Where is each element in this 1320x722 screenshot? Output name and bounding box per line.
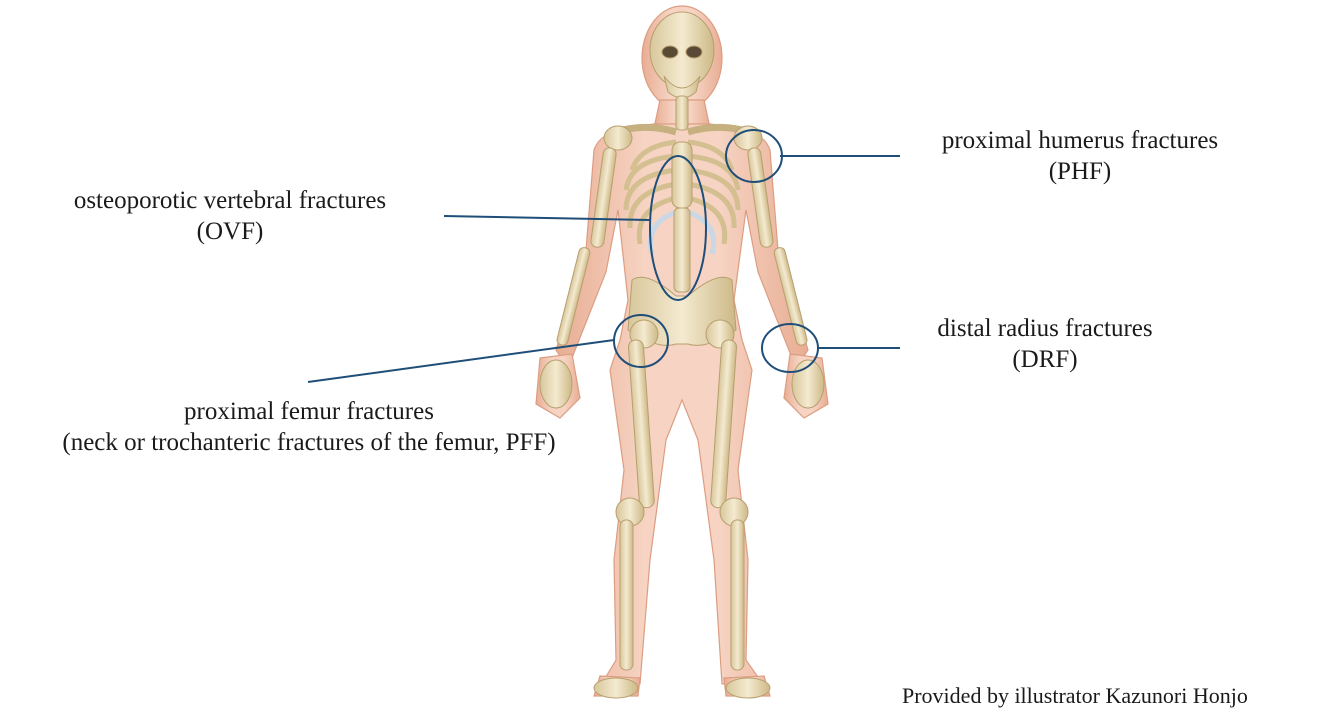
drf-label: distal radius fractures (DRF) bbox=[895, 313, 1195, 375]
phf-label-line2: (PHF) bbox=[895, 156, 1265, 187]
ovf-label-line1: osteoporotic vertebral fractures bbox=[20, 185, 440, 216]
pff-label-line2: (neck or trochanteric fractures of the f… bbox=[0, 427, 618, 458]
phf-label: proximal humerus fractures (PHF) bbox=[895, 125, 1265, 187]
ovf-label-line2: (OVF) bbox=[20, 216, 440, 247]
foot-left bbox=[594, 678, 638, 698]
foot-right bbox=[726, 678, 770, 698]
drf-label-line2: (DRF) bbox=[895, 344, 1195, 375]
cervical-spine bbox=[676, 96, 688, 130]
tibia-right bbox=[731, 520, 744, 670]
ovf-label: osteoporotic vertebral fractures (OVF) bbox=[20, 185, 440, 247]
phf-label-line1: proximal humerus fractures bbox=[895, 125, 1265, 156]
drf-label-line1: distal radius fractures bbox=[895, 313, 1195, 344]
sternum bbox=[672, 142, 692, 208]
lumbar-spine bbox=[674, 208, 690, 292]
skeleton bbox=[604, 12, 762, 150]
tibia-left bbox=[620, 520, 633, 670]
illustration-credit: Provided by illustrator Kazunori Honjo bbox=[902, 683, 1248, 709]
pff-label: proximal femur fractures (neck or trocha… bbox=[0, 396, 618, 458]
pff-label-line1: proximal femur fractures bbox=[0, 396, 618, 427]
skull bbox=[650, 12, 714, 88]
shoulder-left bbox=[604, 126, 632, 150]
